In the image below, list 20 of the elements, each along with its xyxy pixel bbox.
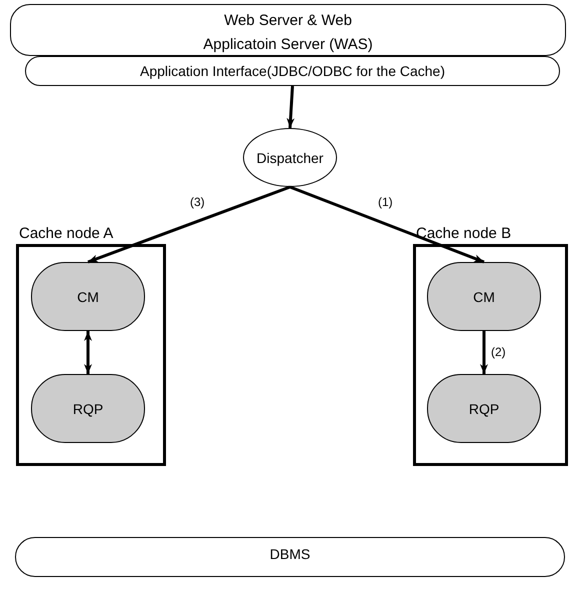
node-text: Dispatcher — [256, 148, 324, 168]
edge-label: (1) — [377, 194, 394, 208]
server-box — [15, 537, 565, 577]
edge-label: (2) — [490, 344, 507, 358]
node-text: DBMS — [270, 545, 310, 564]
arrow — [480, 331, 488, 374]
arrow — [286, 86, 295, 128]
interface-box — [25, 56, 560, 86]
group-heading: Cache node A — [19, 224, 114, 244]
node-text: Web Server & Web Applicatoin Server (WAS) — [202, 11, 374, 55]
edge-label: (3) — [189, 194, 206, 208]
node-text: CM — [473, 288, 495, 306]
node-text: Application Interface(JDBC/ODBC for the Cache) — [140, 62, 445, 81]
server-box — [10, 4, 566, 56]
arrow — [289, 186, 485, 264]
node-text: RQP — [468, 400, 500, 419]
node-text: RQP — [72, 400, 104, 419]
node-text: CM — [77, 288, 99, 306]
arrow — [87, 186, 291, 264]
arrow — [84, 331, 92, 374]
